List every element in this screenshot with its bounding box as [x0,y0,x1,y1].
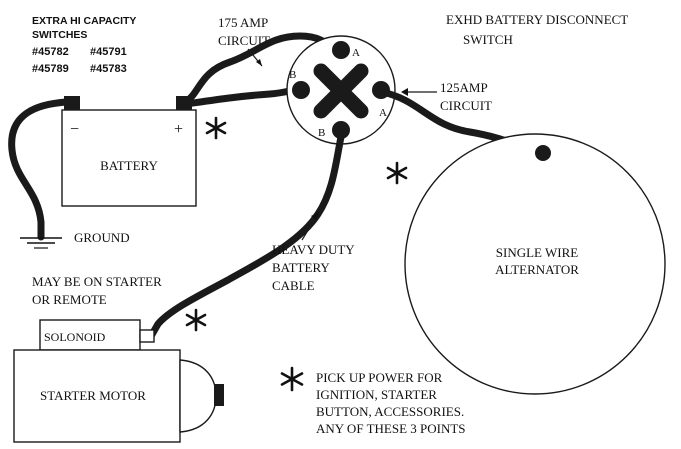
asterisk-icon [185,308,207,332]
alternator-body [404,133,666,395]
starter-motor-box [13,349,181,443]
heavy-duty-battery-cable [146,128,346,342]
diagram-title-line2: SWITCH [463,32,513,47]
asterisk-icon [280,366,304,392]
starter-note-line2: OR REMOTE [32,292,107,307]
note-line: IGNITION, STARTER [316,387,437,402]
alternator-label: SINGLE WIRE [496,245,579,260]
part-number: #45783 [90,63,127,75]
cable-to-terminal-a-top [182,32,338,106]
part-number: #45782 [32,46,69,58]
circuit-125-label-line2: CIRCUIT [440,98,492,113]
terminal-a-top-label: A [352,47,360,59]
circuit-175-label: 175 AMP [218,15,268,30]
starter-note: MAY BE ON STARTER [32,274,162,289]
ground-cable [8,98,70,241]
terminal-b-left-label: B [289,69,296,81]
note-line: PICK UP POWER FOR [316,370,443,385]
switch-x-knob [313,63,369,119]
terminal-b-bottom-label: B [318,127,325,139]
terminal-b-left [292,81,310,99]
asterisk-icon [386,161,408,185]
circuit-175-arrowhead [256,59,262,66]
diagram-title: EXHD BATTERY DISCONNECT [446,12,628,27]
cable-to-terminal-b-left [182,85,304,108]
ground-label: GROUND [74,230,130,245]
note-line: BUTTON, ACCESSORIES. [316,404,464,419]
circuit-125-label: 125AMP [440,80,488,95]
circuit-175-label-line2: CIRCUIT [218,33,270,48]
cable-label: HEAVY DUTY [272,242,355,257]
part-number: #45791 [90,46,127,58]
switch-models-subtitle: SWITCHES [32,29,87,41]
terminal-a-top [332,41,350,59]
note-line: ANY OF THESE 3 POINTS [316,421,466,436]
terminal-a-right-label: A [379,107,387,119]
battery-label: BATTERY [100,158,158,173]
alternator-label-line2: ALTERNATOR [495,262,579,277]
battery-negative-sign: − [70,121,79,138]
battery-positive-sign: + [174,121,183,138]
cable-label-line2: BATTERY [272,260,330,275]
alternator-terminal [535,145,551,161]
starter-motor-nose [179,359,217,433]
starter-motor-label: STARTER MOTOR [40,388,146,403]
starter-motor-shaft [214,384,224,406]
ground-symbol [20,237,62,249]
asterisk-icon [205,116,227,140]
cable-label-arrowhead [311,212,319,220]
circuit-125-arrowhead [401,88,408,96]
switch-models-title: EXTRA HI CAPACITY [32,15,136,27]
part-number: #45789 [32,63,69,75]
cable-label-line3: CABLE [272,278,315,293]
solenoid-label: SOLONOID [44,330,106,344]
solenoid-terminal [139,329,155,343]
battery-box [61,109,197,207]
